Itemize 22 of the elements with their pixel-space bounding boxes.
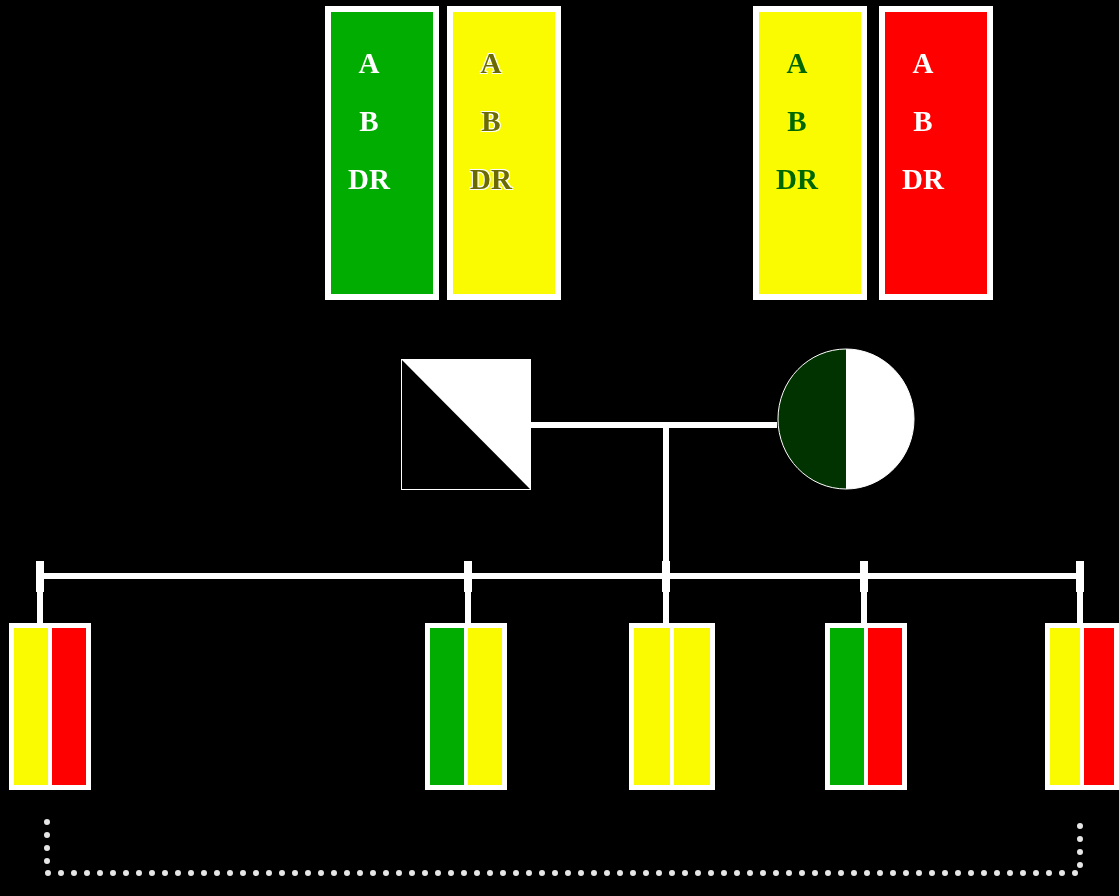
allele-label: DR: [775, 165, 820, 194]
haplotype-pair: [425, 623, 507, 790]
allele-label: A: [911, 49, 935, 78]
allele-label: A: [357, 49, 381, 78]
allele-label: DR: [347, 165, 392, 194]
allele-label: B: [786, 107, 808, 136]
relation-line: [44, 819, 1083, 876]
haplotype-bar: [325, 6, 439, 300]
allele-label: DR: [901, 165, 946, 194]
allele-label: B: [912, 107, 934, 136]
haplotype-pair: [629, 623, 715, 790]
allele-label: DR: [469, 165, 514, 194]
haplotype-pair: [1045, 623, 1119, 790]
allele-label: A: [785, 49, 809, 78]
haplotype-bar: [753, 6, 867, 300]
haplotype-bar: [879, 6, 993, 300]
allele-label: A: [479, 49, 503, 78]
haplotype-pair: [9, 623, 91, 790]
allele-label: B: [480, 107, 502, 136]
haplotype-bar: [447, 6, 561, 300]
allele-label: B: [358, 107, 380, 136]
haplotype-pair: [825, 623, 907, 790]
